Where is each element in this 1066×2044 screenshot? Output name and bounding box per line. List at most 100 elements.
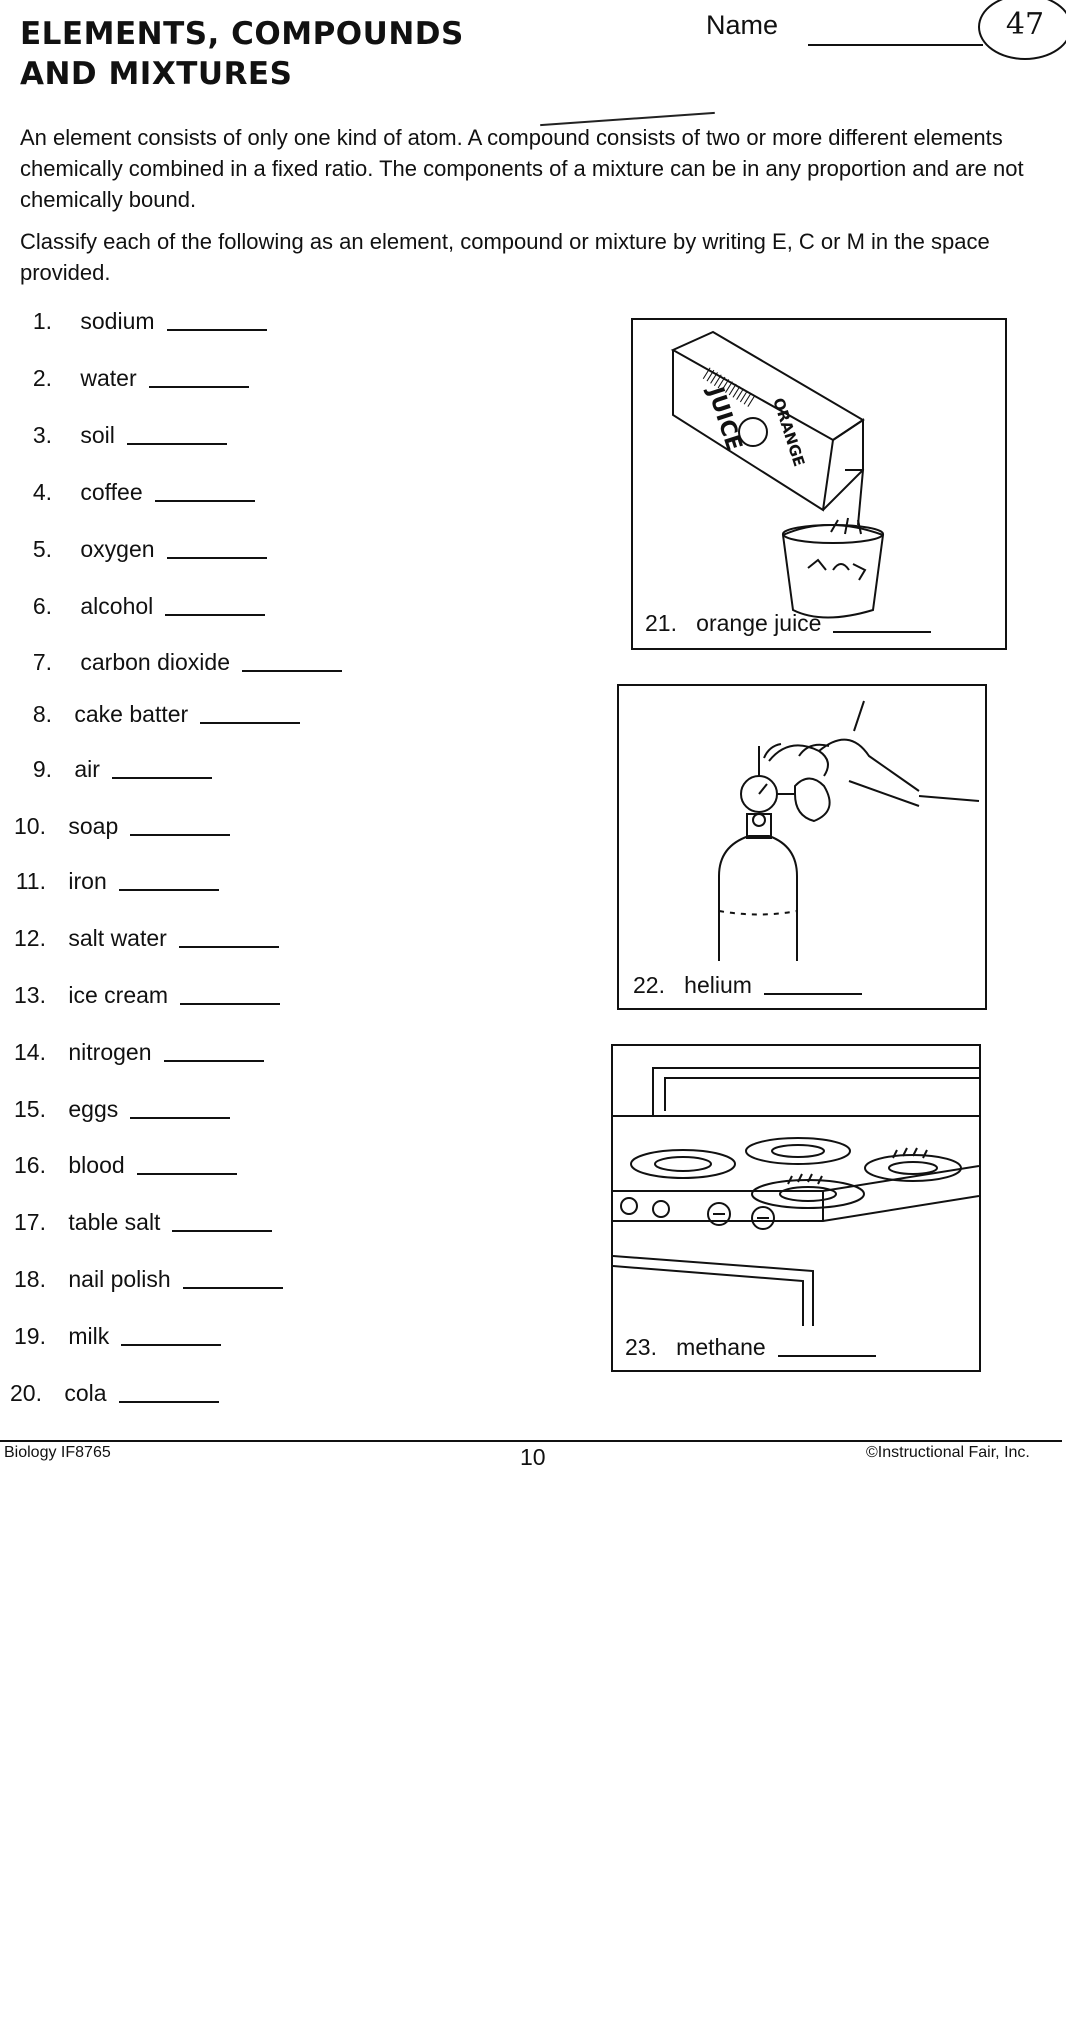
- item-number: 18.: [14, 1266, 46, 1292]
- item-label: orange juice: [696, 610, 822, 636]
- footer-book-code: Biology IF8765: [4, 1444, 111, 1461]
- list-item: 8. cake batter: [30, 701, 301, 728]
- list-item: 17. table salt: [10, 1209, 273, 1236]
- item-label: nitrogen: [68, 1039, 152, 1065]
- item-label: soap: [68, 813, 119, 839]
- item-label: coffee: [80, 479, 143, 505]
- item-number: 7.: [32, 649, 52, 675]
- list-item: 13. ice cream: [10, 982, 281, 1009]
- item-number: 11.: [15, 868, 46, 894]
- list-item: 11. iron: [10, 868, 219, 895]
- answer-blank[interactable]: [136, 1173, 237, 1175]
- item-number: 20.: [10, 1380, 42, 1406]
- item-label: methane: [676, 1334, 766, 1360]
- item-label: cake batter: [74, 701, 189, 727]
- item-label: nail polish: [68, 1266, 171, 1292]
- juice-carton-icon: ||||||||||||| JUICE ORANGE: [670, 330, 885, 619]
- list-item: 1. sodium: [30, 308, 267, 335]
- gas-stove-icon: [613, 1067, 979, 1326]
- list-item: 12. salt water: [10, 925, 279, 952]
- answer-blank[interactable]: [121, 1344, 222, 1346]
- answer-blank[interactable]: [130, 834, 231, 836]
- answer-blank[interactable]: [182, 1287, 283, 1289]
- item-number: 17.: [14, 1209, 46, 1235]
- picture-caption: 23. methane: [625, 1334, 876, 1361]
- item-label: oxygen: [80, 536, 155, 562]
- item-label: air: [74, 756, 100, 782]
- answer-blank[interactable]: [178, 946, 279, 948]
- intro-paragraph-instructions: Classify each of the following as an ele…: [20, 229, 990, 285]
- list-item: 3. soil: [30, 422, 227, 449]
- footer-divider: [0, 1440, 1062, 1442]
- item-label: helium: [684, 972, 752, 998]
- item-number: 8.: [32, 701, 52, 727]
- answer-blank[interactable]: [130, 1117, 231, 1119]
- item-number: 21.: [645, 610, 677, 636]
- item-label: carbon dioxide: [80, 649, 230, 675]
- list-item: 6. alcohol: [30, 593, 266, 620]
- name-field-line[interactable]: [808, 44, 983, 46]
- item-number: 23.: [625, 1334, 657, 1360]
- list-item: 5. oxygen: [30, 536, 267, 563]
- item-number: 12.: [14, 925, 46, 951]
- item-label: milk: [68, 1323, 110, 1349]
- item-number: 5.: [32, 536, 52, 562]
- item-number: 15.: [14, 1096, 46, 1122]
- item-number: 22.: [633, 972, 665, 998]
- carton-label-orange: ORANGE: [769, 396, 808, 469]
- list-item: 2. water: [30, 365, 249, 392]
- item-number: 14.: [14, 1039, 46, 1065]
- name-label: Name: [706, 10, 779, 40]
- intro-paragraph-definitions: An element consists of only one kind of …: [20, 125, 1024, 212]
- answer-blank[interactable]: [166, 329, 267, 331]
- answer-blank[interactable]: [163, 1060, 264, 1062]
- page-number: 10: [520, 1444, 546, 1470]
- answer-blank[interactable]: [180, 1003, 281, 1005]
- list-item: 20. cola: [6, 1380, 219, 1407]
- answer-blank[interactable]: [126, 443, 227, 445]
- list-item: 14. nitrogen: [10, 1039, 264, 1066]
- item-number: 2.: [32, 365, 52, 391]
- item-label: blood: [68, 1152, 125, 1178]
- list-item: 15. eggs: [10, 1096, 231, 1123]
- orange-juice-illustration-box: ||||||||||||| JUICE ORANGE 21. orange ju…: [631, 318, 1007, 650]
- list-item: 19. milk: [10, 1323, 222, 1350]
- methane-illustration-box: 23. methane: [611, 1044, 981, 1372]
- answer-blank[interactable]: [833, 631, 932, 633]
- item-number: 3.: [32, 422, 52, 448]
- item-label: sodium: [80, 308, 155, 334]
- item-number: 19.: [14, 1323, 46, 1349]
- answer-blank[interactable]: [148, 386, 249, 388]
- answer-blank[interactable]: [200, 722, 301, 724]
- answer-blank[interactable]: [172, 1230, 273, 1232]
- answer-blank[interactable]: [118, 889, 219, 891]
- item-number: 16.: [14, 1152, 46, 1178]
- answer-blank[interactable]: [111, 777, 212, 779]
- item-label: water: [80, 365, 137, 391]
- item-label: iron: [68, 868, 107, 894]
- item-number: 13.: [14, 982, 46, 1008]
- item-label: salt water: [68, 925, 167, 951]
- list-item: 16. blood: [10, 1152, 237, 1179]
- answer-blank[interactable]: [763, 993, 862, 995]
- item-label: cola: [64, 1380, 107, 1406]
- answer-blank[interactable]: [154, 500, 255, 502]
- answer-blank[interactable]: [242, 670, 342, 672]
- helium-illustration-box: 22. helium: [617, 684, 987, 1010]
- answer-blank[interactable]: [777, 1355, 876, 1357]
- answer-blank[interactable]: [165, 614, 266, 616]
- item-number: 6.: [32, 593, 52, 619]
- picture-caption: 21. orange juice: [645, 610, 932, 637]
- answer-blank[interactable]: [118, 1401, 219, 1403]
- list-item: 7. carbon dioxide: [30, 649, 342, 676]
- answer-blank[interactable]: [166, 557, 267, 559]
- item-label: table salt: [68, 1209, 161, 1235]
- item-number: 10.: [14, 813, 46, 839]
- title-line-1: ELEMENTS, COMPOUNDS: [20, 16, 464, 52]
- list-item: 4. coffee: [30, 479, 255, 506]
- item-label: ice cream: [68, 982, 169, 1008]
- gas-tank-balloon-icon: [718, 700, 980, 961]
- item-label: eggs: [68, 1096, 119, 1122]
- footer-copyright: ©Instructional Fair, Inc.: [866, 1444, 1030, 1461]
- circled-score: 47: [978, 0, 1066, 60]
